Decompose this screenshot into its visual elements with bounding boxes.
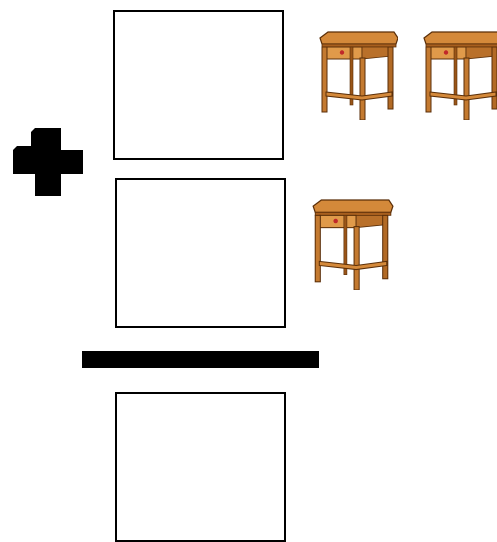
answer-box-sum[interactable] — [115, 392, 286, 542]
nightstand-icon — [316, 30, 398, 120]
plus-icon — [13, 128, 83, 196]
answer-box-second-addend[interactable] — [115, 178, 286, 328]
answer-box-first-addend[interactable] — [113, 10, 284, 160]
nightstand-icon — [308, 198, 394, 290]
sum-bar — [82, 351, 319, 368]
nightstand-icon — [420, 30, 497, 120]
